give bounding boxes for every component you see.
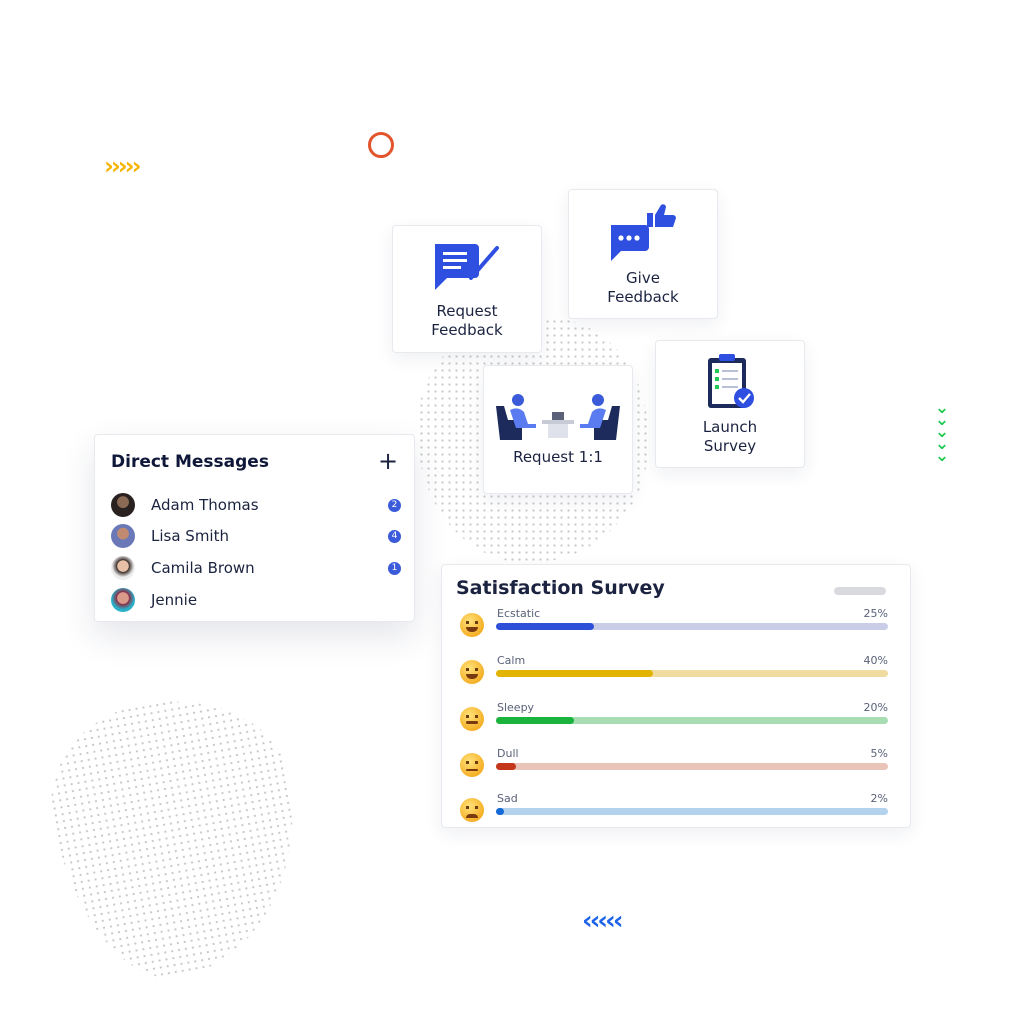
dm-item[interactable]: Jennie: [111, 586, 401, 614]
survey-row-label: Calm: [497, 654, 526, 667]
survey-row-percent: 40%: [863, 654, 888, 667]
survey-progress-track: [496, 670, 888, 677]
survey-progress-track: [496, 763, 888, 770]
survey-row: Calm 40%: [456, 654, 888, 686]
dm-item[interactable]: Lisa Smith 4: [111, 522, 401, 550]
give-feedback-label: Give Feedback: [607, 269, 679, 306]
sad-emoji-icon: [460, 798, 484, 822]
launch-survey-label: Launch Survey: [702, 418, 758, 455]
dm-item-name: Jennie: [151, 591, 198, 609]
dm-item[interactable]: Adam Thomas 2: [111, 491, 401, 519]
clipboard-icon: [708, 354, 754, 408]
survey-title: Satisfaction Survey: [456, 577, 665, 599]
survey-row-label: Sad: [497, 792, 518, 805]
survey-progress-fill: [496, 623, 594, 630]
survey-progress-track: [496, 808, 888, 815]
sleepy-emoji-icon: [460, 707, 484, 731]
dotted-blob-decoration: [35, 681, 321, 994]
survey-row-percent: 20%: [863, 701, 888, 714]
survey-progress-track: [496, 623, 888, 630]
dm-item-name: Camila Brown: [151, 559, 255, 577]
direct-messages-panel: Direct Messages + Adam Thomas 2 Lisa Smi…: [94, 434, 415, 622]
chevrons-right-decoration: ›››››: [104, 152, 141, 180]
survey-row: Sleepy 20%: [456, 701, 888, 733]
avatar: [111, 493, 135, 517]
survey-row-percent: 5%: [870, 747, 888, 760]
survey-placeholder-pill: [834, 587, 886, 595]
survey-row-label: Dull: [497, 747, 519, 760]
survey-row: Ecstatic 25%: [456, 607, 888, 639]
survey-progress-track: [496, 717, 888, 724]
survey-progress-fill: [496, 808, 504, 815]
survey-row: Dull 5%: [456, 747, 888, 779]
request-one-on-one-card[interactable]: Request 1:1: [483, 365, 633, 494]
request-feedback-label: Request Feedback: [431, 302, 503, 339]
request-feedback-card[interactable]: Request Feedback: [392, 225, 542, 353]
meeting-icon: [496, 394, 620, 440]
survey-row-percent: 25%: [863, 607, 888, 620]
circle-decoration: [368, 132, 394, 158]
calm-emoji-icon: [460, 660, 484, 684]
survey-progress-fill: [496, 670, 653, 677]
chevrons-down-decoration: ⌄⌄⌄⌄⌄: [934, 398, 950, 466]
unread-badge: 2: [388, 498, 401, 512]
dull-emoji-icon: [460, 753, 484, 777]
survey-progress-fill: [496, 717, 575, 724]
avatar: [111, 524, 135, 548]
request-one-on-one-label: Request 1:1: [513, 448, 603, 466]
chevrons-left-decoration: ‹‹‹‹‹: [582, 906, 624, 936]
ecstatic-emoji-icon: [460, 613, 484, 637]
give-feedback-icon: [611, 204, 676, 261]
dm-item-name: Lisa Smith: [151, 527, 229, 545]
dm-item-name: Adam Thomas: [151, 496, 259, 514]
survey-row-label: Ecstatic: [497, 607, 541, 620]
survey-row: Sad 2%: [456, 792, 888, 824]
avatar: [111, 556, 135, 580]
request-feedback-icon: [435, 244, 499, 290]
add-message-button[interactable]: +: [378, 447, 399, 475]
survey-progress-fill: [496, 763, 516, 770]
satisfaction-survey-panel: Satisfaction Survey Ecstatic 25% Calm 40…: [441, 564, 911, 828]
launch-survey-card[interactable]: Launch Survey: [655, 340, 805, 468]
survey-row-percent: 2%: [870, 792, 888, 805]
unread-badge: 4: [388, 529, 401, 543]
give-feedback-card[interactable]: Give Feedback: [568, 189, 718, 319]
survey-row-label: Sleepy: [497, 701, 535, 714]
avatar: [111, 588, 135, 612]
direct-messages-title: Direct Messages: [111, 452, 269, 472]
dm-item[interactable]: Camila Brown 1: [111, 554, 401, 582]
unread-badge: 1: [388, 561, 401, 575]
